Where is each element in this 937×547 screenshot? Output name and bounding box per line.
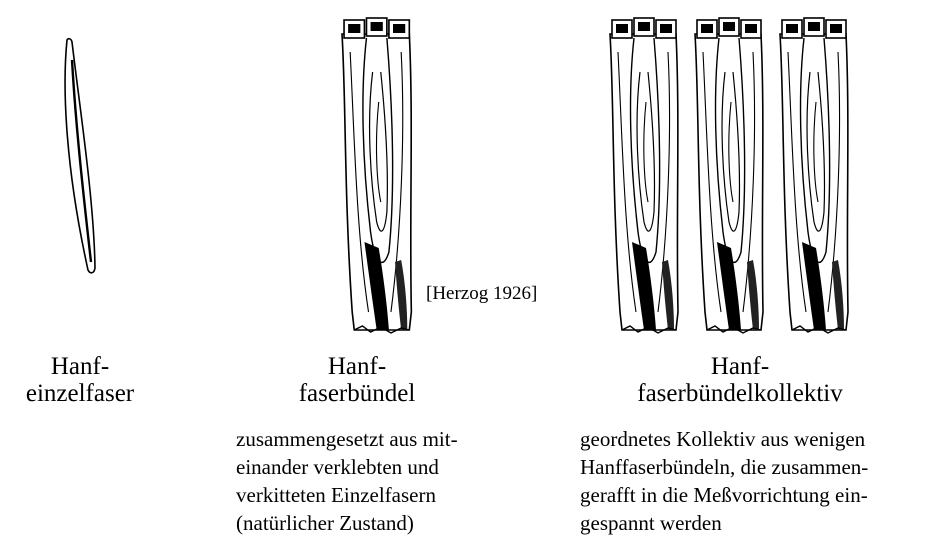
panel-faserbuendel-title-line1: Hanf- <box>262 353 452 380</box>
fiber-bundle-drawing <box>342 18 411 333</box>
description-line: Hanffaserbündeln, die zusammen- <box>580 453 868 481</box>
panel-faserbuendel-description: zusammengesetzt aus mit- einander verkle… <box>236 425 458 537</box>
panel-faserbuendel-title: Hanf- faserbündel <box>262 353 452 407</box>
panel-kollektiv-title-line1: Hanf- <box>600 353 880 380</box>
description-line: verkitteten Einzelfasern <box>236 481 458 509</box>
description-line: (natürlicher Zustand) <box>236 509 458 537</box>
citation-label: [Herzog 1926] <box>424 283 539 305</box>
description-line: gespannt werden <box>580 509 868 537</box>
panel-kollektiv-title-line2: faserbündelkollektiv <box>600 380 880 407</box>
fiber-bundle-collective-drawing <box>610 18 848 333</box>
single-fiber-drawing <box>65 39 95 273</box>
panel-einzelfaser-title-line1: Hanf- <box>0 353 160 380</box>
description-line: zusammengesetzt aus mit- <box>236 425 458 453</box>
description-line: gerafft in die Meßvorrichtung ein- <box>580 481 868 509</box>
panel-kollektiv-title: Hanf- faserbündelkollektiv <box>600 353 880 407</box>
panel-einzelfaser-title-line2: einzelfaser <box>0 380 160 407</box>
panel-faserbuendel-title-line2: faserbündel <box>262 380 452 407</box>
description-line: einander verklebten und <box>236 453 458 481</box>
panel-einzelfaser-title: Hanf- einzelfaser <box>0 353 160 407</box>
description-line: geordnetes Kollektiv aus wenigen <box>580 425 868 453</box>
panel-kollektiv-description: geordnetes Kollektiv aus wenigen Hanffas… <box>580 425 868 537</box>
